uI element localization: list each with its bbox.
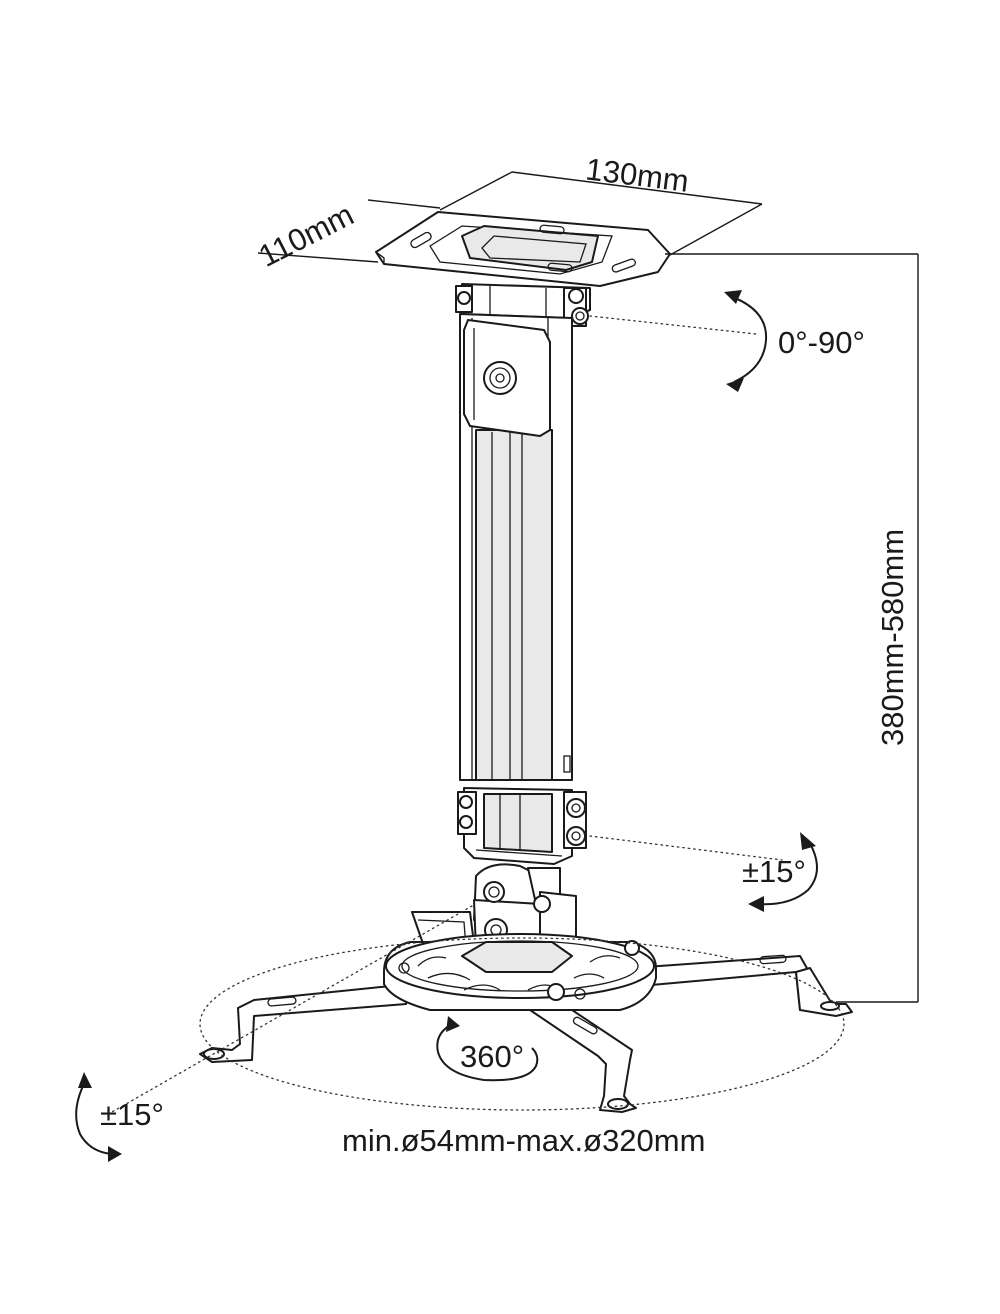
rotation-indicator: 360°	[436, 1016, 539, 1082]
round-plate	[383, 933, 657, 1011]
arm-front	[529, 1005, 637, 1113]
arm-left	[199, 983, 411, 1063]
width-label: 130mm	[584, 151, 691, 198]
rotation-label: 360°	[460, 1039, 524, 1074]
tilt-bottom-leader	[589, 835, 783, 861]
lower-joint	[457, 787, 587, 865]
mount-range-ellipse	[199, 937, 845, 1111]
ceiling-plate	[375, 211, 671, 287]
tilt-bottom-label: ±15°	[742, 854, 806, 889]
mount-diameter-label: min.ø54mm-max.ø320mm	[342, 1123, 705, 1158]
arm-right	[631, 954, 853, 1017]
tilt-top-leader	[589, 315, 757, 335]
depth-label: 110mm	[253, 197, 359, 274]
swivel-label: ±15°	[100, 1097, 164, 1132]
swivel-indicator: ±15°	[75, 1072, 164, 1162]
inner-tube	[475, 429, 571, 781]
tilt-top-indicator: 0°-90°	[724, 290, 865, 392]
tilt-bottom-indicator: ±15°	[742, 832, 818, 912]
tilt-top-label: 0°-90°	[778, 325, 865, 360]
height-dimension: 380mm-580mm	[836, 254, 919, 1003]
height-label: 380mm-580mm	[875, 529, 910, 746]
clamp-collar	[463, 319, 551, 437]
upper-joint	[455, 283, 591, 327]
